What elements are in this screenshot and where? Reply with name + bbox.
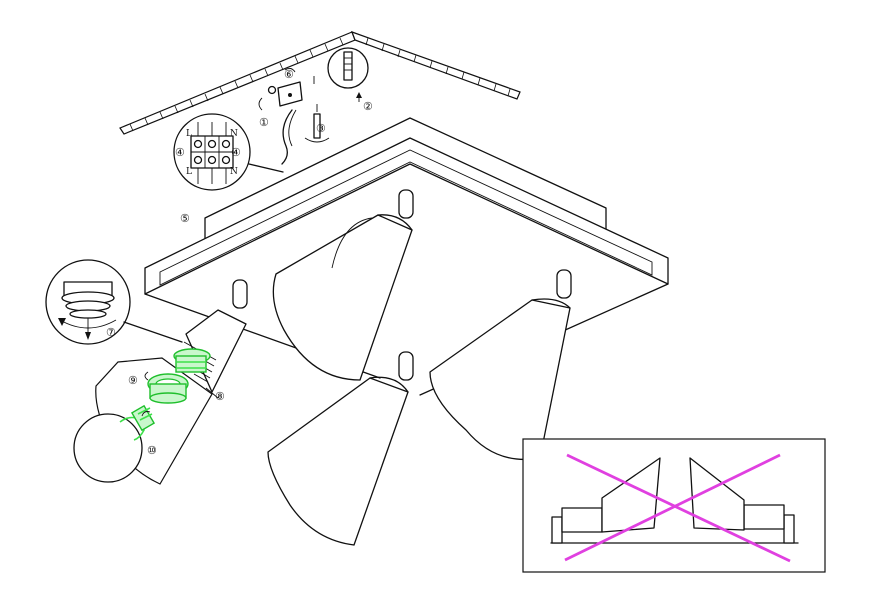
callout-1: ①	[259, 116, 269, 129]
spotlight-top	[272, 189, 414, 381]
callout-9: ⑨	[128, 374, 138, 387]
mounting-bracket	[258, 67, 362, 165]
callout-2: ②	[363, 100, 373, 113]
callout-3: ③	[316, 122, 326, 135]
warning-spot-right	[689, 457, 795, 544]
socket-ring-detail	[45, 259, 183, 345]
lamp-socket	[147, 348, 211, 404]
warning-cross-line-b	[564, 453, 781, 562]
callout-6: ⑥	[284, 68, 294, 81]
wall-plug-detail	[327, 47, 369, 89]
step-callouts: ① ② ③ ④ ④ ⑤ ⑥ ⑦ ⑧ ⑨ ⑩	[106, 68, 373, 457]
spotlight-right	[429, 269, 572, 461]
terminal-label-l-bottom: L	[186, 167, 192, 177]
callout-7: ⑦	[106, 326, 116, 339]
callout-5: ⑤	[180, 212, 190, 225]
warning-spot-left	[551, 457, 661, 544]
ceiling	[119, 31, 521, 135]
incorrect-orientation-warning	[522, 438, 826, 573]
terminal-block-detail: L N L N	[173, 113, 284, 191]
terminal-label-n-top: N	[230, 129, 238, 139]
light-bulb	[73, 404, 156, 483]
spotlight-bottom	[267, 351, 414, 546]
callout-10: ⑩	[147, 444, 157, 457]
terminal-block	[190, 122, 234, 184]
warning-cross-line-a	[566, 453, 791, 563]
terminal-label-n-bottom: N	[230, 167, 238, 177]
callout-8: ⑧	[215, 390, 225, 403]
callout-4: ④	[175, 146, 185, 159]
callout-4-right: ④	[231, 146, 241, 159]
terminal-label-l-top: L	[186, 129, 192, 139]
spotlight-exploded	[73, 279, 248, 485]
